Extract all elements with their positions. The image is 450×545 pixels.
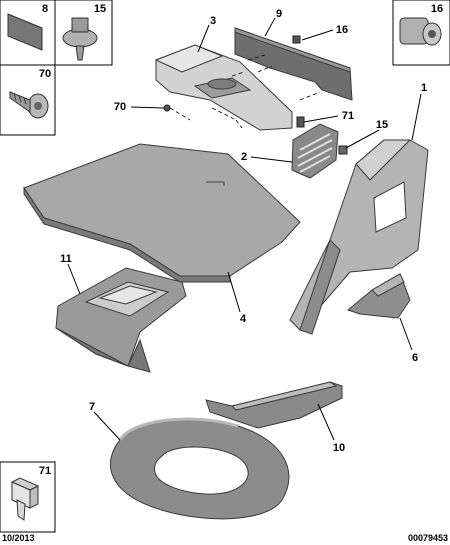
guide-line <box>231 53 273 77</box>
callout-3: 3 <box>210 15 216 27</box>
callout-16: 16 <box>336 24 348 36</box>
callout-71-box: 71 <box>39 465 51 477</box>
guide-line <box>299 91 321 101</box>
screw-part-70 <box>9 91 49 119</box>
callout-7: 7 <box>89 401 95 413</box>
pad-part-8 <box>7 13 43 51</box>
footer-reference-number: 00079453 <box>408 533 448 543</box>
part-9-plate <box>234 27 353 101</box>
callout-8: 8 <box>42 3 48 15</box>
callout-70-box: 70 <box>39 68 51 80</box>
leader-lines <box>67 17 422 441</box>
callout-16-box: 16 <box>431 3 443 15</box>
callout-9: 9 <box>276 8 282 20</box>
callout-11: 11 <box>60 253 72 265</box>
callout-15-box: 15 <box>94 3 106 15</box>
clip-part-15 <box>62 17 98 61</box>
footer-date: 10/2013 <box>2 533 35 543</box>
callout-15: 15 <box>376 119 388 131</box>
part-4-floor-board <box>23 143 301 283</box>
clip-part-71 <box>10 477 40 521</box>
fastener-70 <box>163 104 171 112</box>
part-3-trim-panel <box>154 44 293 131</box>
part-7-wheel-ring <box>109 417 290 520</box>
callout-4: 4 <box>240 313 247 325</box>
callout-70: 70 <box>114 101 126 113</box>
callout-71: 71 <box>342 110 354 122</box>
fastener-16 <box>292 35 301 44</box>
fastener-15 <box>338 145 348 155</box>
part-11-tray <box>55 267 187 373</box>
inset-box-15: 15 <box>54 0 113 66</box>
callout-2: 2 <box>241 151 247 163</box>
part-6-small-trim <box>346 273 411 319</box>
callout-10: 10 <box>333 442 345 454</box>
grommet-part-16 <box>399 17 442 46</box>
inset-box-70: 70 <box>0 64 56 136</box>
part-1-side-trim <box>289 139 429 335</box>
callout-1: 1 <box>421 82 427 94</box>
inset-box-71: 71 <box>0 461 56 533</box>
callout-6: 6 <box>412 352 418 364</box>
guide-line <box>169 107 243 129</box>
part-10-edge-trim <box>205 381 343 429</box>
fastener-71 <box>296 116 305 128</box>
inset-box-16: 16 <box>392 0 450 66</box>
inset-box-8: 8 <box>0 0 56 66</box>
part-2-vent-grille <box>291 123 339 179</box>
